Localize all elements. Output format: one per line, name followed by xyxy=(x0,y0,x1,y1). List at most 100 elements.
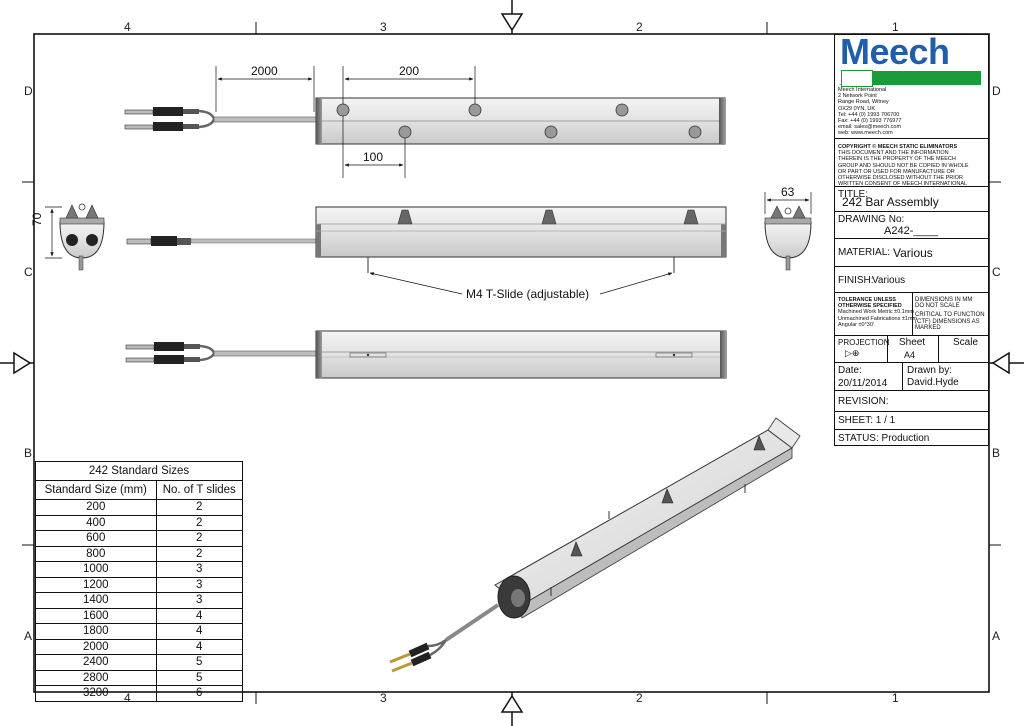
title-block: Meech Meech International 2 Network Poin… xyxy=(834,31,989,446)
table-cell: 1400 xyxy=(35,592,157,609)
zone-row-left-a: A xyxy=(24,629,33,643)
zone-row-right-d: D xyxy=(992,84,1001,98)
table-cell: 2 xyxy=(155,514,244,531)
table-cell: 2 xyxy=(155,545,244,562)
date-value: 20/11/2014 xyxy=(838,378,888,389)
sheet-size-value: A4 xyxy=(904,350,916,360)
revision-row: REVISION: xyxy=(835,390,988,411)
finish-value: Various xyxy=(872,275,906,286)
tolerance-row: TOLERANCE UNLESS OTHERWISE SPECIFIED Mac… xyxy=(835,292,988,336)
zone-col-top-4: 4 xyxy=(124,20,131,34)
table-cell: 6 xyxy=(155,685,244,702)
title-value: 242 Bar Assembly xyxy=(842,195,939,209)
table-cell: 2400 xyxy=(35,654,157,671)
table-cell: 1600 xyxy=(35,607,157,624)
sizes-table-title: 242 Standard Sizes xyxy=(35,461,243,481)
table-cell: 3200 xyxy=(35,685,157,702)
table-cell: 600 xyxy=(35,530,157,547)
front-view-bar xyxy=(315,206,727,258)
zone-col-bottom-1: 1 xyxy=(892,691,899,705)
table-cell: 5 xyxy=(155,669,244,686)
table-cell: 200 xyxy=(35,499,157,516)
zone-col-bottom-2: 2 xyxy=(636,691,643,705)
company-logo: Meech xyxy=(837,31,985,87)
table-cell: 1200 xyxy=(35,576,157,593)
front-view xyxy=(126,206,727,295)
top-view-screws xyxy=(336,103,702,139)
zone-row-left-c: C xyxy=(24,265,33,279)
date-drawn-row: Date: 20/11/2014 Drawn by: David.Hyde xyxy=(835,362,988,391)
tslide-leaders xyxy=(369,272,673,295)
table-cell: 800 xyxy=(35,545,157,562)
table-cell: 5 xyxy=(155,654,244,671)
sizes-table-header-slides: No. of T slides xyxy=(155,480,244,500)
dim-cable-length: 2000 xyxy=(251,64,278,78)
table-cell: 1000 xyxy=(35,561,157,578)
dim-side-height: 70 xyxy=(30,212,44,226)
table-cell: 2800 xyxy=(35,669,157,686)
zone-col-top-1: 1 xyxy=(892,20,899,34)
zone-row-right-a: A xyxy=(992,629,1001,643)
title-row: TITLE: 242 Bar Assembly xyxy=(835,186,988,211)
projection-row: PROJECTION ▷⊕ Sheet A4 Scale xyxy=(835,335,988,363)
left-end-view xyxy=(45,203,105,271)
table-cell: 2000 xyxy=(35,638,157,655)
bottom-view-bar xyxy=(315,330,727,379)
company-address: Meech International 2 Network Point Rang… xyxy=(838,87,902,137)
zone-ticks xyxy=(22,22,1001,704)
dim-offset: 100 xyxy=(363,150,384,164)
top-view-connector-upper xyxy=(124,107,199,116)
table-cell: 3 xyxy=(155,561,244,578)
standard-sizes-table: 242 Standard Sizes Standard Size (mm) No… xyxy=(35,461,244,702)
finish-row: FINISH: Various xyxy=(835,266,988,292)
logo-badge-icon xyxy=(841,70,873,87)
dim-end-width: 63 xyxy=(781,185,795,199)
front-view-emitter-pins xyxy=(397,209,699,225)
dim-pitch: 200 xyxy=(399,64,420,78)
zone-row-right-c: C xyxy=(992,265,1001,279)
material-row: MATERIAL: Various xyxy=(835,238,988,266)
sizes-table-header-size: Standard Size (mm) xyxy=(35,480,157,500)
sheet-count-row: SHEET: 1 / 1 xyxy=(835,411,988,429)
drawn-by-value: David.Hyde xyxy=(907,377,959,388)
zone-col-top-2: 2 xyxy=(636,20,643,34)
isometric-view xyxy=(389,417,801,673)
tslide-annotation: M4 T-Slide (adjustable) xyxy=(466,287,590,301)
table-cell: 2 xyxy=(155,530,244,547)
table-cell: 3 xyxy=(155,576,244,593)
table-cell: 1800 xyxy=(35,623,157,640)
status-row: STATUS: Production xyxy=(835,429,988,446)
copyright-row: COPYRIGHT © MEECH STATIC ELIMINATORS THI… xyxy=(835,138,988,187)
zone-row-right-b: B xyxy=(992,446,1001,460)
top-view-dimensions xyxy=(215,66,476,178)
table-cell: 4 xyxy=(155,623,244,640)
zone-row-left-b: B xyxy=(24,446,33,460)
drawing-number-value: A242-____ xyxy=(884,225,938,237)
projection-symbol-icon: ▷⊕ xyxy=(845,348,860,358)
bottom-view xyxy=(125,330,727,379)
top-view xyxy=(124,66,726,178)
front-view-tslides xyxy=(367,257,675,273)
table-cell: 4 xyxy=(155,607,244,624)
material-value: Various xyxy=(893,246,933,260)
table-cell: 2 xyxy=(155,499,244,516)
table-cell: 3 xyxy=(155,592,244,609)
drawing-number-row: DRAWING No: A242-____ xyxy=(835,211,988,238)
table-cell: 4 xyxy=(155,638,244,655)
zone-col-top-3: 3 xyxy=(380,20,387,34)
